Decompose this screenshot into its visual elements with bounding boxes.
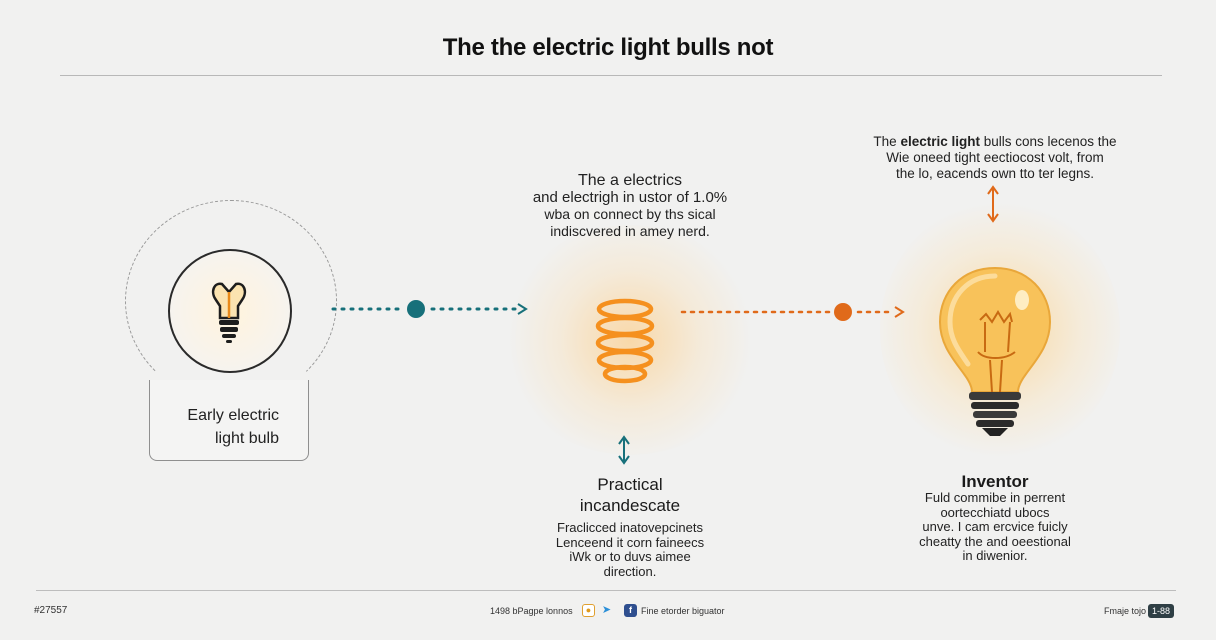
- sun-icon[interactable]: ●: [582, 604, 595, 617]
- right-note-line: The electric light bulls cons lecenos th…: [860, 134, 1130, 150]
- early-stage-dashed-ring: [125, 200, 337, 402]
- inventor-line: cheatty the and oeestional: [919, 533, 1071, 549]
- right-note-line: Wie oneed tight eectiocost volt, from: [886, 150, 1104, 165]
- early-stage-card: [149, 380, 309, 461]
- practical-line: direction.: [603, 563, 657, 579]
- teal-connector: [331, 300, 528, 318]
- footer-id: #27557: [34, 605, 68, 616]
- filament-glow: [500, 225, 760, 455]
- inventor-description: Fuld commibe in perrent oortecchiatd ubo…: [890, 490, 1100, 564]
- inventor-heading: Inventor: [961, 472, 1029, 491]
- inventor-line: Fuld commibe in perrent: [924, 490, 1066, 505]
- orange-connector: [680, 303, 905, 321]
- inventor-line: oortecchiatd ubocs: [940, 504, 1050, 520]
- middle-line: and electrigh in ustor of 1.0%: [532, 189, 728, 206]
- double-arrow-icon: [987, 185, 999, 223]
- practical-description: Fraclicced inatovepcinets Lenceend it co…: [520, 520, 740, 579]
- page-title: The the electric light bulls not: [442, 34, 774, 61]
- right-note-bold: electric light: [900, 134, 980, 149]
- practical-heading-line: Practical: [597, 475, 663, 494]
- twitter-icon[interactable]: ➤: [601, 604, 612, 616]
- right-note: The electric light bulls cons lecenos th…: [860, 134, 1130, 182]
- footer-facebook-text[interactable]: Fine etorder biguator: [641, 606, 725, 616]
- right-note-suffix: bulls cons lecenos the: [979, 134, 1117, 149]
- middle-line: wba on connect by ths sical: [544, 206, 716, 222]
- practical-line: iWk or to duvs aimee: [569, 549, 691, 564]
- bulb-icon: [211, 282, 247, 343]
- middle-line: The a electrics: [577, 172, 683, 189]
- double-arrow-icon: [618, 435, 630, 465]
- early-label-line: light bulb: [214, 430, 279, 447]
- practical-heading-line: incandescate: [579, 496, 681, 515]
- practical-heading: Practical incandescate: [520, 474, 740, 516]
- early-stage-label: Early electric light bulb: [149, 404, 279, 450]
- early-label-line: Early electric: [187, 407, 279, 424]
- footer-right-label: Fmaje tojo: [1104, 606, 1147, 616]
- practical-line: Lenceend it corn faineecs: [555, 534, 705, 550]
- inventor-line: in diwenior.: [962, 548, 1028, 563]
- right-note-prefix: The: [873, 134, 901, 149]
- inventor-line: unve. I cam ercvice fuicly: [922, 519, 1068, 534]
- middle-line: indiscvered in amey nerd.: [550, 223, 710, 239]
- practical-line: Fraclicced inatovepcinets: [557, 520, 703, 535]
- right-note-line: the lo, eacends own tto ter legns.: [895, 166, 1095, 181]
- footer-badge[interactable]: 1-88: [1148, 604, 1174, 618]
- footer-divider: [36, 590, 1176, 591]
- facebook-icon[interactable]: f: [624, 604, 637, 617]
- footer-center-text: 1498 bPagpe lonnos: [490, 606, 573, 616]
- incandescent-bulb-icon: [938, 266, 1052, 436]
- header-divider: [60, 75, 1162, 76]
- filament-coil-icon: [595, 298, 655, 384]
- middle-description: The a electrics and electrigh in ustor o…: [520, 172, 740, 240]
